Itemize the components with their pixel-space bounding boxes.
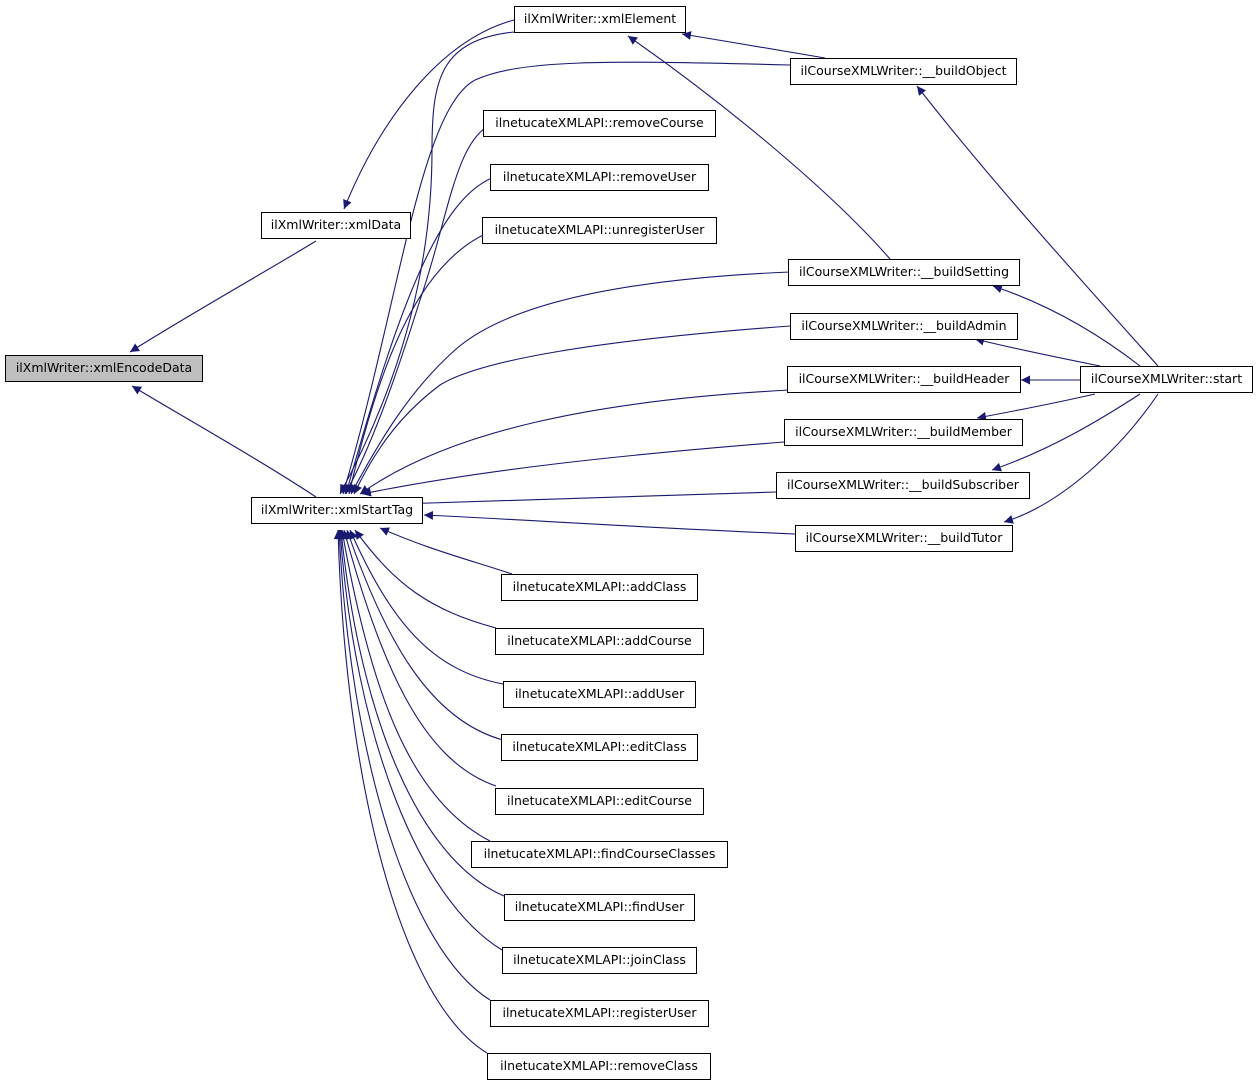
node-add-course[interactable]: ilnetucateXMLAPI::addCourse [495, 628, 704, 655]
edge-addCourse-to-startTag [354, 529, 497, 629]
edge-xmlElement-to-xmlData [343, 19, 515, 210]
node-build-member[interactable]: ilCourseXMLWriter::__buildMember [784, 419, 1023, 446]
node-start[interactable]: ilCourseXMLWriter::start [1080, 366, 1253, 393]
node-build-tutor[interactable]: ilCourseXMLWriter::__buildTutor [795, 525, 1013, 552]
node-xml-data[interactable]: ilXmlWriter::xmlData [261, 212, 411, 239]
node-build-header[interactable]: ilCourseXMLWriter::__buildHeader [787, 366, 1021, 393]
edge-addClass-to-startTag [379, 527, 513, 575]
edge-buildHeader-to-startTag [359, 389, 791, 495]
node-xml-start-tag[interactable]: ilXmlWriter::xmlStartTag [251, 497, 423, 524]
node-add-class[interactable]: ilnetucateXMLAPI::addClass [501, 574, 698, 601]
edge-findUser-to-startTag [337, 529, 505, 897]
edge-buildTutor-to-startTag [423, 510, 796, 535]
node-build-admin[interactable]: ilCourseXMLWriter::__buildAdmin [790, 313, 1018, 340]
node-remove-course[interactable]: ilnetucateXMLAPI::removeCourse [483, 110, 716, 137]
edge-start-to-buildTutor [1003, 393, 1159, 524]
edge-start-to-buildMember [976, 393, 1096, 421]
node-find-course-classes[interactable]: ilnetucateXMLAPI::findCourseClasses [471, 841, 728, 868]
edge-xmlElement-to-startTag [339, 31, 515, 495]
node-edit-class[interactable]: ilnetucateXMLAPI::editClass [501, 734, 698, 761]
node-join-class[interactable]: ilnetucateXMLAPI::joinClass [502, 947, 697, 974]
edge-joinClass-to-startTag [336, 529, 503, 951]
edge-unregisterUser-to-startTag [346, 230, 493, 495]
edge-buildObject-to-xmlElement [681, 31, 826, 59]
node-unregister-user[interactable]: ilnetucateXMLAPI::unregisterUser [482, 217, 717, 244]
node-xml-element[interactable]: ilXmlWriter::xmlElement [514, 6, 686, 33]
edge-buildSetting-to-startTag [350, 271, 791, 495]
node-add-user[interactable]: ilnetucateXMLAPI::addUser [503, 681, 696, 708]
node-xml-encode-data[interactable]: ilXmlWriter::xmlEncodeData [5, 355, 203, 382]
node-build-object[interactable]: ilCourseXMLWriter::__buildObject [790, 58, 1017, 85]
edge-findCourseClasses-to-startTag [339, 529, 491, 842]
edge-editCourse-to-startTag [342, 529, 497, 787]
node-register-user[interactable]: ilnetucateXMLAPI::registerUser [490, 1000, 709, 1027]
edge-start-to-buildSetting [992, 284, 1141, 367]
edge-removeUser-to-startTag [344, 177, 493, 495]
edge-buildSubscriber-to-startTag [398, 491, 777, 509]
node-remove-user[interactable]: ilnetucateXMLAPI::removeUser [490, 164, 709, 191]
edge-buildMember-to-startTag [361, 441, 785, 497]
edge-addUser-to-startTag [349, 529, 504, 685]
edge-startTag-to-encode [131, 385, 317, 498]
node-edit-course[interactable]: ilnetucateXMLAPI::editCourse [495, 788, 704, 815]
node-build-subscriber[interactable]: ilCourseXMLWriter::__buildSubscriber [776, 472, 1030, 499]
edge-buildAdmin-to-startTag [353, 325, 791, 495]
edge-buildObject-to-startTag [341, 61, 791, 495]
edge-buildObject-to-start [916, 85, 1159, 367]
node-find-user[interactable]: ilnetucateXMLAPI::findUser [504, 894, 695, 921]
edge-xmlData-to-encode [129, 240, 317, 353]
edge-start-to-buildAdmin [974, 336, 1101, 367]
edge-removeCourse-to-startTag [344, 123, 493, 495]
edge-start-to-buildSubscriber [991, 393, 1141, 472]
node-remove-class[interactable]: ilnetucateXMLAPI::removeClass [487, 1053, 711, 1080]
edge-registerUser-to-startTag [334, 529, 491, 1001]
edge-editClass-to-startTag [345, 529, 504, 741]
node-build-setting[interactable]: ilCourseXMLWriter::__buildSetting [788, 259, 1020, 286]
edge-removeClass-to-startTag [333, 529, 488, 1054]
